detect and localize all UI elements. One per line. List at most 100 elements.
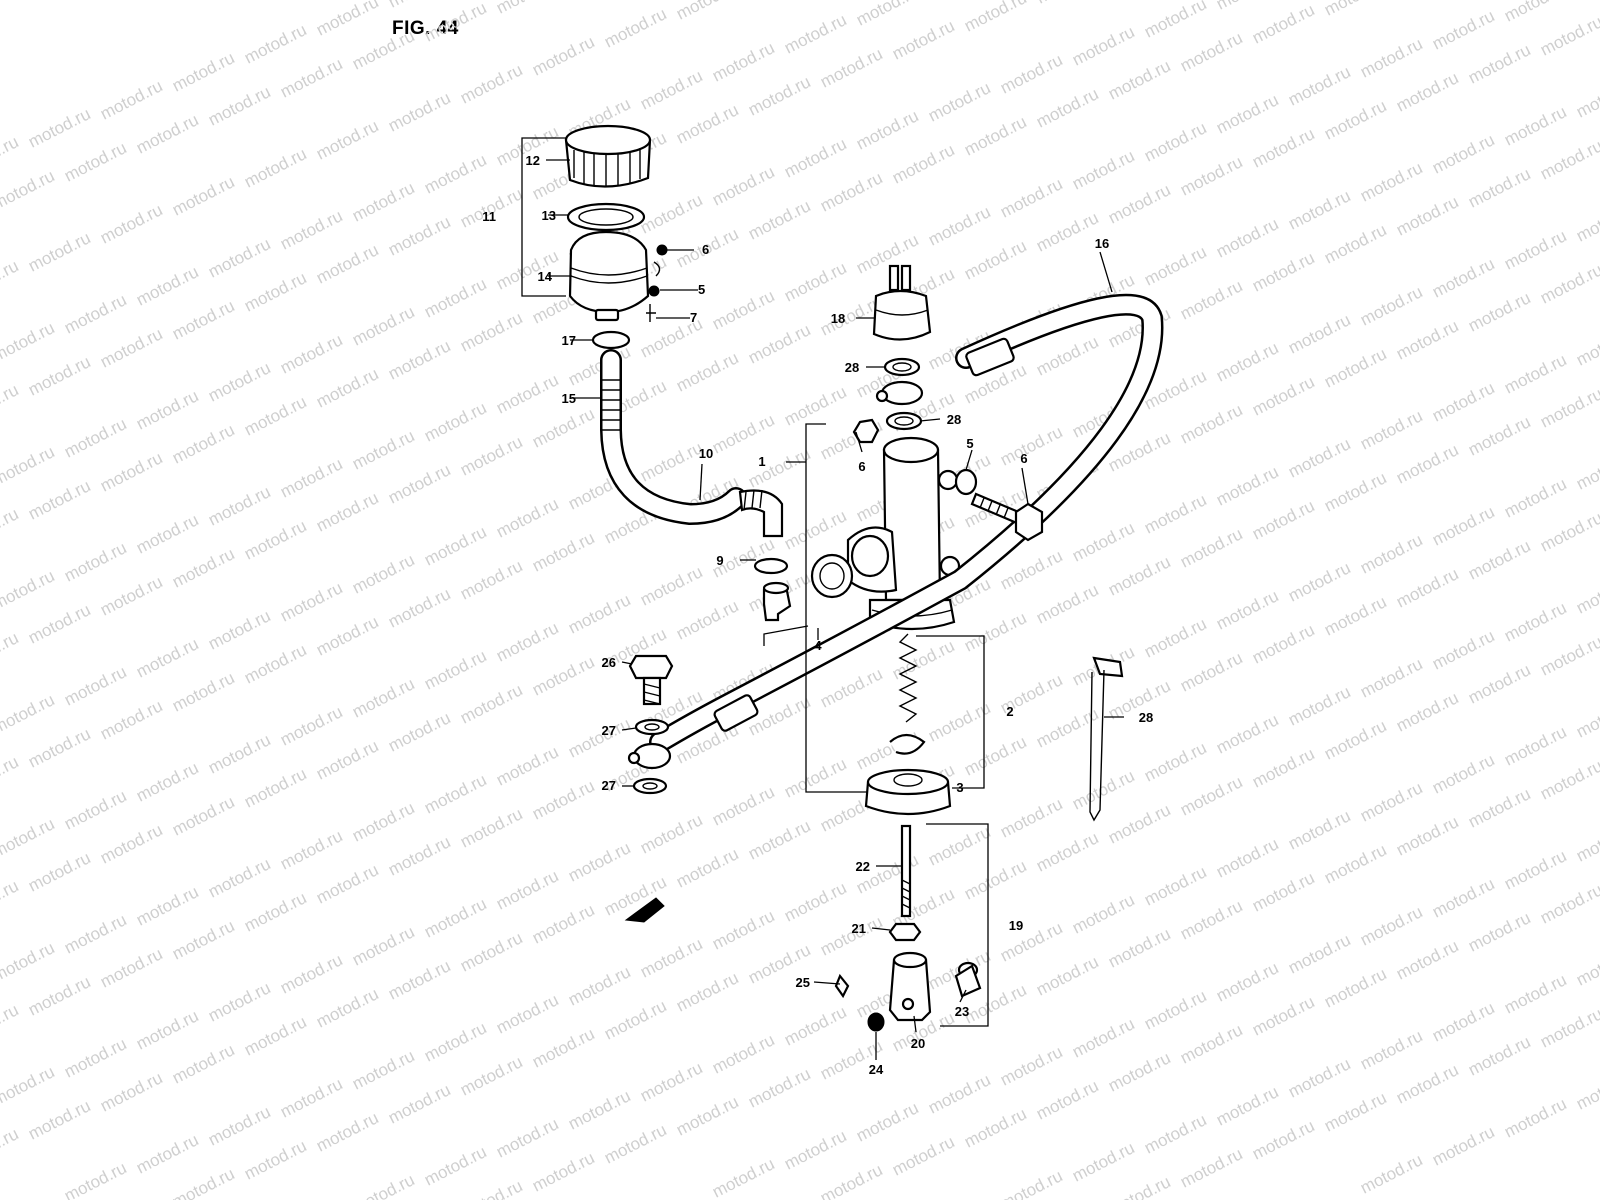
- watermark-text: motod.ru: [0, 814, 58, 861]
- watermark-text: motod.ru: [961, 732, 1029, 779]
- watermark-text: motod.ru: [1537, 260, 1600, 307]
- watermark-text: motod.ru: [385, 708, 453, 755]
- watermark-text: motod.ru: [745, 816, 813, 863]
- watermark-text: motod.ru: [1069, 766, 1137, 813]
- callout-10: 10: [699, 446, 713, 461]
- watermark-text: motod.ru: [277, 330, 345, 377]
- watermark-text: motod.ru: [1465, 40, 1533, 87]
- watermark-text: motod.ru: [97, 820, 165, 867]
- watermark-text: motod.ru: [673, 348, 741, 395]
- watermark-text: motod.ru: [457, 928, 525, 975]
- watermark-text: motod.ru: [0, 938, 58, 985]
- watermark-text: motod.ru: [169, 48, 237, 95]
- watermark-text: motod.ru: [493, 618, 561, 665]
- clevis-pin: [954, 961, 982, 998]
- watermark-text: motod.ru: [1573, 322, 1600, 369]
- reservoir-diaphragm: [566, 202, 646, 232]
- watermark-text: motod.ru: [385, 832, 453, 879]
- watermark-text: motod.ru: [925, 78, 993, 125]
- watermark-text: motod.ru: [1321, 716, 1389, 763]
- watermark-text: motod.ru: [421, 150, 489, 197]
- watermark-text: motod.ru: [1501, 1094, 1569, 1141]
- cotter-pin: [834, 973, 850, 999]
- callout-7: 7: [690, 310, 697, 325]
- watermark-text: motod.ru: [1465, 908, 1533, 955]
- watermark-text: motod.ru: [961, 236, 1029, 283]
- watermark-text: motod.ru: [1069, 518, 1137, 565]
- watermark-text: motod.ru: [1573, 818, 1600, 865]
- watermark-text: motod.ru: [745, 444, 813, 491]
- watermark-text: motod.ru: [673, 968, 741, 1015]
- watermark-text: motod.ru: [1393, 68, 1461, 115]
- watermark-text: motod.ru: [709, 1030, 777, 1077]
- reservoir-bracket-screws: [646, 244, 668, 322]
- watermark-text: motod.ru: [1177, 772, 1245, 819]
- watermark-text: motod.ru: [997, 50, 1065, 97]
- watermark-text: motod.ru: [133, 386, 201, 433]
- watermark-text: motod.ru: [817, 168, 885, 215]
- watermark-text: motod.ru: [1321, 964, 1389, 1011]
- watermark-text: motod.ru: [673, 596, 741, 643]
- watermark-text: motod.ru: [1213, 214, 1281, 261]
- watermark-text: motod.ru: [277, 454, 345, 501]
- watermark-text: motod.ru: [997, 1042, 1065, 1089]
- callout-17: 17: [562, 333, 576, 348]
- watermark-text: motod.ru: [0, 628, 22, 675]
- watermark-text: motod.ru: [1357, 158, 1425, 205]
- watermark-text: motod.ru: [97, 324, 165, 371]
- watermark-text: motod.ru: [205, 1102, 273, 1149]
- watermark-text: motod.ru: [1501, 598, 1569, 645]
- watermark-text: motod.ru: [853, 1098, 921, 1145]
- watermark-text: motod.ru: [1285, 806, 1353, 853]
- push-rod: [900, 824, 912, 918]
- watermark-text: motod.ru: [1465, 536, 1533, 583]
- watermark-text: motod.ru: [1177, 400, 1245, 447]
- callout-6-bolt: 6: [1020, 451, 1027, 466]
- callout-2: 2: [1006, 704, 1013, 719]
- washer-small: [867, 1012, 885, 1032]
- watermark-text: motod.ru: [0, 504, 22, 551]
- watermark-text: motod.ru: [1429, 130, 1497, 177]
- watermark-text: motod.ru: [313, 736, 381, 783]
- watermark-text: motod.ru: [817, 1160, 885, 1200]
- watermark-text: motod.ru: [241, 764, 309, 811]
- watermark-text: motod.ru: [1033, 580, 1101, 627]
- watermark-text: motod.ru: [0, 566, 58, 613]
- snap-ring: [889, 733, 926, 755]
- watermark-text: motod.ru: [421, 1018, 489, 1065]
- watermark-text: motod.ru: [1141, 118, 1209, 165]
- watermark-text: motod.ru: [565, 838, 633, 885]
- watermark-text: motod.ru: [601, 996, 669, 1043]
- watermark-text: motod.ru: [637, 66, 705, 113]
- watermark-text: motod.ru: [1033, 952, 1101, 999]
- watermark-text: motod.ru: [1069, 146, 1137, 193]
- watermark-text: motod.ru: [133, 758, 201, 805]
- watermark-text: motod.ru: [1177, 276, 1245, 323]
- switch-terminal: [872, 264, 932, 341]
- watermark-text: motod.ru: [1465, 784, 1533, 831]
- watermark-text: motod.ru: [889, 636, 957, 683]
- watermark-text: motod.ru: [241, 392, 309, 439]
- watermark-text: motod.ru: [529, 1024, 597, 1071]
- watermark-text: motod.ru: [205, 482, 273, 529]
- watermark-text: motod.ru: [313, 364, 381, 411]
- watermark-text: motod.ru: [25, 848, 93, 895]
- watermark-text: motod.ru: [277, 578, 345, 625]
- watermark-text: motod.ru: [925, 822, 993, 869]
- watermark-text: motod.ru: [169, 172, 237, 219]
- watermark-text: motod.ru: [781, 258, 849, 305]
- watermark-text: motod.ru: [997, 174, 1065, 221]
- watermark-text: motod.ru: [1177, 524, 1245, 571]
- watermark-text: motod.ru: [1501, 102, 1569, 149]
- watermark-text: motod.ru: [1429, 626, 1497, 673]
- watermark-text: motod.ru: [1321, 344, 1389, 391]
- watermark-text: motod.ru: [1321, 592, 1389, 639]
- watermark-text: motod.ru: [205, 730, 273, 777]
- watermark-text: motod.ru: [1285, 1054, 1353, 1101]
- watermark-text: motod.ru: [349, 1046, 417, 1093]
- callout-5-body: 5: [966, 436, 973, 451]
- watermark-text: motod.ru: [1069, 890, 1137, 937]
- watermark-text: motod.ru: [529, 900, 597, 947]
- watermark-text: motod.ru: [457, 556, 525, 603]
